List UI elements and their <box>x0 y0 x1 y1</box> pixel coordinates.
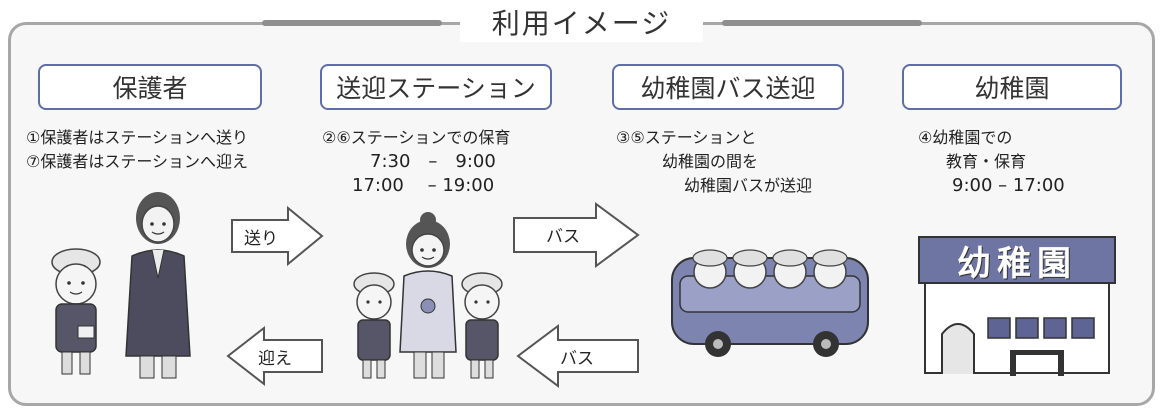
header-station: 送迎ステーション <box>320 64 552 110</box>
school-bus-illustration <box>671 249 869 357</box>
desc-station-2: 7:30 – 9:00 <box>370 151 496 172</box>
header-kindergarten: 幼稚園 <box>902 64 1122 110</box>
diagram-title: 利用イメージ <box>459 2 704 42</box>
kindergarten-building-illustration: 幼稚園 <box>918 236 1116 376</box>
arrow-pickup-label: 迎え <box>258 349 292 369</box>
arrow-pickup-left <box>226 325 323 387</box>
teacher-with-children-illustration <box>353 212 503 379</box>
building-roof-sign: 幼稚園 <box>918 236 1116 284</box>
desc-kindergarten-2: 教育・保育 <box>946 152 1027 171</box>
desc-bus-1: ③⑤ステーションと <box>616 128 757 147</box>
bus-children <box>692 249 848 289</box>
arrow-send-label: 送り <box>244 229 278 249</box>
child-figure <box>51 248 101 375</box>
building-door-windows <box>941 317 1095 376</box>
desc-guardian-1: ①保護者はステーションへ送り <box>26 128 249 147</box>
title-wrap: 利用イメージ <box>0 2 1163 42</box>
title-rule-left <box>262 20 442 26</box>
header-bus: 幼稚園バス送迎 <box>612 64 844 110</box>
title-rule-right <box>722 20 922 26</box>
desc-bus-3: 幼稚園バスが送迎 <box>684 176 813 195</box>
header-guardian: 保護者 <box>38 64 262 110</box>
arrow-bus-back-left <box>516 324 639 388</box>
desc-kindergarten-1: ④幼稚園での <box>918 128 1013 147</box>
building-sign-text: 幼稚園 <box>957 243 1077 284</box>
arrow-bus-out-label: バス <box>546 227 580 247</box>
arrow-send-right <box>231 205 324 267</box>
desc-station-1: ②⑥ステーションでの保育 <box>322 128 511 147</box>
teacher-figure <box>399 212 457 379</box>
desc-bus-2: 幼稚園の間を <box>662 152 759 171</box>
child-with-mother-illustration <box>51 192 191 379</box>
desc-station-3: 17:00 – 19:00 <box>352 175 495 196</box>
station-child-left <box>353 272 395 379</box>
mother-figure <box>125 192 191 379</box>
desc-kindergarten-3: 9:00 – 17:00 <box>952 175 1065 196</box>
desc-guardian-2: ⑦保護者はステーションへ迎え <box>26 152 249 171</box>
arrow-bus-out-right <box>513 202 640 268</box>
arrow-bus-back-label: バス <box>560 349 594 369</box>
station-child-right <box>461 272 503 379</box>
